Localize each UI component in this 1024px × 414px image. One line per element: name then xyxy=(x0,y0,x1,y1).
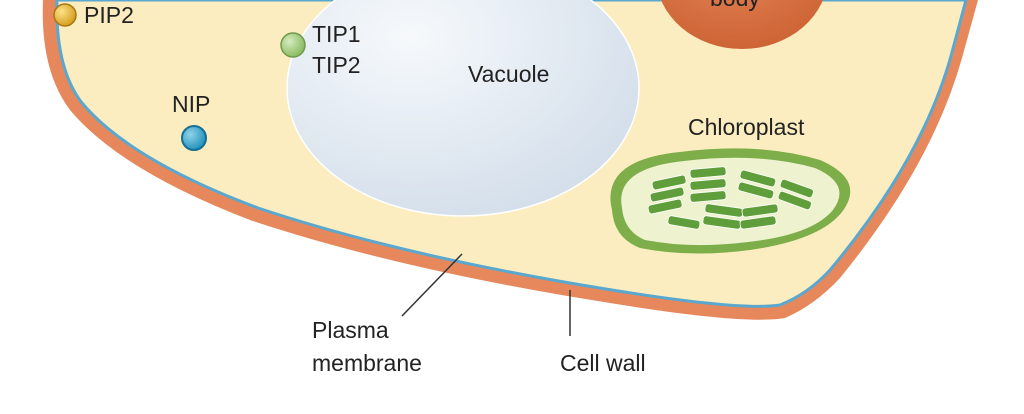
plasma-membrane-label-line1: Plasma xyxy=(312,317,389,343)
granum xyxy=(647,198,683,215)
organelle-body xyxy=(661,0,823,49)
nip-label: NIP xyxy=(172,91,210,117)
granum xyxy=(779,178,814,199)
nip-protein-icon xyxy=(181,125,207,151)
vacuole-label: Vacuole xyxy=(468,61,549,87)
granum xyxy=(649,186,685,203)
granum xyxy=(737,181,775,200)
granum xyxy=(651,174,687,191)
plasma-membrane-leader-line xyxy=(401,253,463,317)
tip-protein-icon xyxy=(280,32,306,58)
cell-wall-label: Cell wall xyxy=(560,350,646,376)
granum xyxy=(777,190,812,211)
tip1-label: TIP1 xyxy=(312,21,361,47)
granum xyxy=(667,215,701,230)
thylakoid-grana xyxy=(647,166,814,230)
granum xyxy=(739,169,777,188)
vacuole xyxy=(286,0,640,217)
granum xyxy=(689,178,727,191)
plasma-membrane-label-line2: membrane xyxy=(312,350,422,376)
body-label: body xyxy=(710,0,760,11)
granum xyxy=(689,166,727,179)
granum xyxy=(741,203,779,218)
granum xyxy=(689,190,727,203)
pip2-protein-icon xyxy=(53,3,77,27)
pip2-label: PIP2 xyxy=(84,2,134,28)
chloroplast-label: Chloroplast xyxy=(688,114,805,140)
granum xyxy=(739,215,777,230)
chloroplast xyxy=(610,148,851,254)
tip2-label: TIP2 xyxy=(312,52,361,78)
